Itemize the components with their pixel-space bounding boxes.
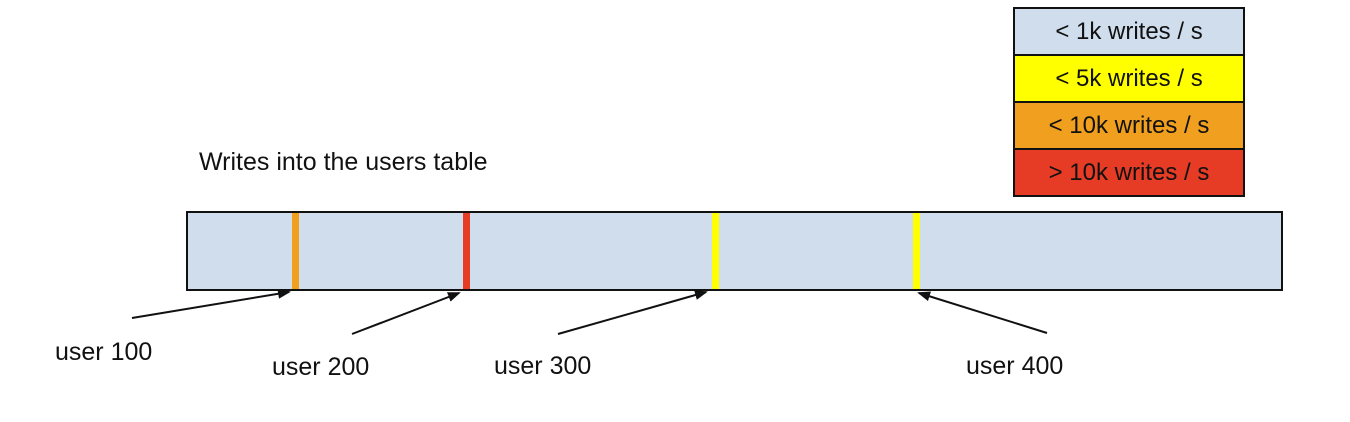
legend-item-gt-10k: > 10k writes / s: [1013, 148, 1245, 197]
callout-label-user-300: user 300: [494, 352, 592, 380]
callout-label-user-100: user 100: [55, 338, 153, 366]
callout-label-user-200: user 200: [272, 353, 370, 381]
legend-item-label: > 10k writes / s: [1048, 158, 1210, 186]
users-table-bar: [186, 211, 1283, 291]
arrow-user-200: [351, 292, 461, 335]
arrow-user-400: [917, 291, 1048, 334]
legend-item-lt-10k: < 10k writes / s: [1013, 101, 1245, 150]
write-mark-user-200: [463, 213, 470, 289]
legend-item-label: < 1k writes / s: [1055, 17, 1203, 45]
write-mark-user-300: [712, 213, 719, 289]
legend: < 1k writes / s < 5k writes / s < 10k wr…: [1013, 7, 1245, 197]
arrow-user-300: [557, 290, 708, 335]
diagram-title: Writes into the users table: [199, 148, 488, 176]
write-mark-user-100: [292, 213, 299, 289]
arrow-user-100: [131, 288, 291, 319]
write-mark-user-400: [913, 213, 920, 289]
legend-item-label: < 10k writes / s: [1048, 111, 1210, 139]
legend-item-lt-5k: < 5k writes / s: [1013, 54, 1245, 103]
legend-item-label: < 5k writes / s: [1055, 64, 1203, 92]
legend-item-lt-1k: < 1k writes / s: [1013, 7, 1245, 56]
callout-label-user-400: user 400: [966, 352, 1064, 380]
